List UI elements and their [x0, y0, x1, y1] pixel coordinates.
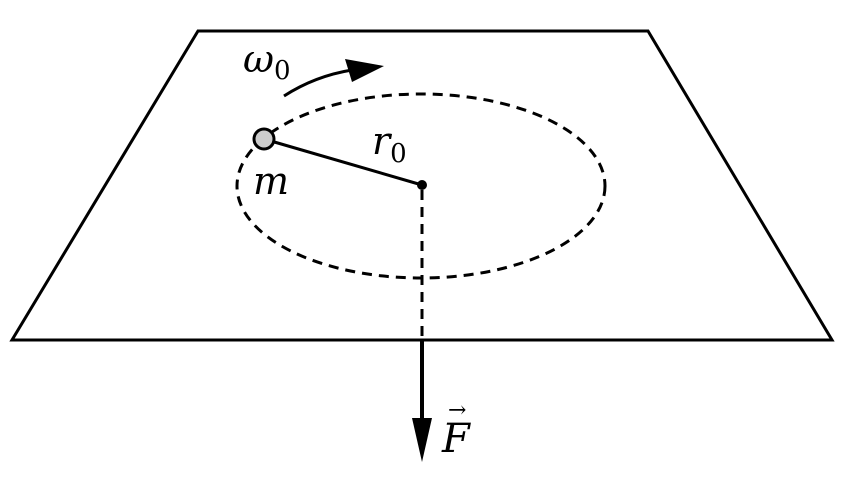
rotation-arrowhead: [345, 59, 384, 82]
force-vector-arrow: →: [448, 398, 466, 423]
omega-label: ω0: [243, 37, 291, 86]
down-arrow-icon: [412, 418, 432, 462]
radius-label: r0: [372, 119, 407, 169]
mass-label: m: [253, 159, 289, 203]
table-surface: [9, 29, 835, 342]
curved-arrow-icon: [283, 68, 353, 98]
mass-body: [252, 127, 276, 151]
force-label: F: [441, 416, 471, 462]
string-segment: [263, 137, 423, 187]
center-hole: [417, 180, 427, 190]
